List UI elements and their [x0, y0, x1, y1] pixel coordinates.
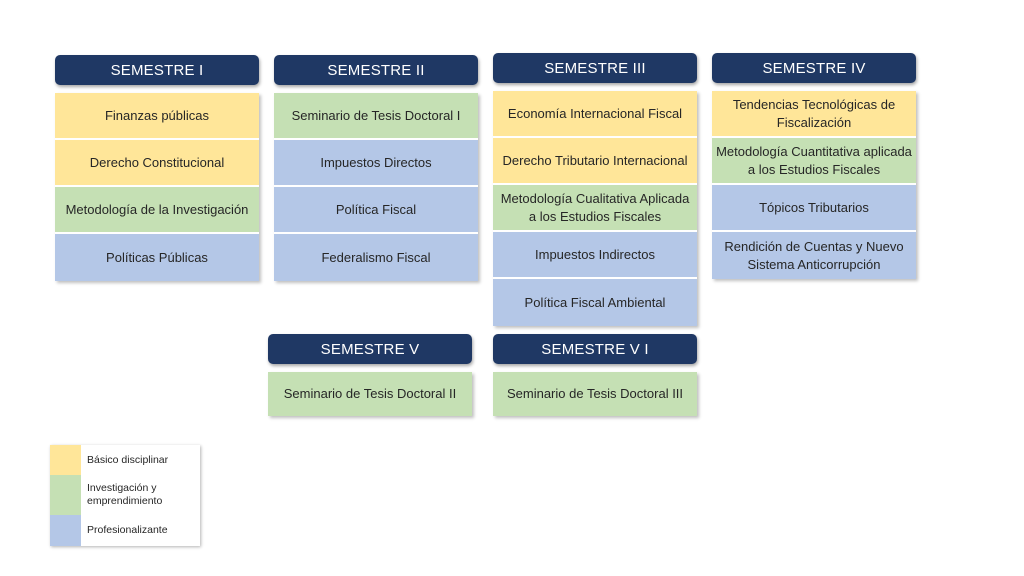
- course-seminario-tesis-2: Seminario de Tesis Doctoral II: [268, 372, 472, 416]
- semester-2-column: SEMESTRE II Seminario de Tesis Doctoral …: [274, 55, 478, 281]
- course-metodologia-investigacion: Metodología de la Investigación: [55, 187, 259, 234]
- legend-item-basico: Básico disciplinar: [50, 445, 200, 475]
- course-derecho-tributario-internacional: Derecho Tributario Internacional: [493, 138, 697, 185]
- legend-label-investigacion: Investigación y emprendimiento: [87, 482, 163, 507]
- legend-swatch-investigacion: [50, 475, 81, 515]
- legend-item-investigacion: Investigación y emprendimiento: [50, 475, 200, 515]
- course-topicos-tributarios: Tópicos Tributarios: [712, 185, 916, 232]
- legend-swatch-profesional: [50, 515, 81, 546]
- semester-1-header: SEMESTRE I: [55, 55, 259, 85]
- course-politica-fiscal: Política Fiscal: [274, 187, 478, 234]
- legend-swatch-basico: [50, 445, 81, 475]
- legend-item-profesional: Profesionalizante: [50, 515, 200, 546]
- course-metodologia-cualitativa: Metodología Cualitativa Aplicada a los E…: [493, 185, 697, 232]
- course-politicas-publicas: Políticas Públicas: [55, 234, 259, 281]
- course-federalismo-fiscal: Federalismo Fiscal: [274, 234, 478, 281]
- semester-1-column: SEMESTRE I Finanzas públicas Derecho Con…: [55, 55, 259, 281]
- course-economia-internacional-fiscal: Economía Internacional Fiscal: [493, 91, 697, 138]
- course-finanzas-publicas: Finanzas públicas: [55, 93, 259, 140]
- semester-3-courses: Economía Internacional Fiscal Derecho Tr…: [493, 91, 697, 326]
- semester-5-column: SEMESTRE V Seminario de Tesis Doctoral I…: [268, 334, 472, 416]
- semester-4-courses: Tendencias Tecnológicas de Fiscalización…: [712, 91, 916, 279]
- course-metodologia-cuantitativa: Metodología Cuantitativa aplicada a los …: [712, 138, 916, 185]
- course-impuestos-directos: Impuestos Directos: [274, 140, 478, 187]
- semester-4-header: SEMESTRE IV: [712, 53, 916, 83]
- course-rendicion-de-cuentas: Rendición de Cuentas y Nuevo Sistema Ant…: [712, 232, 916, 279]
- course-politica-fiscal-ambiental: Política Fiscal Ambiental: [493, 279, 697, 326]
- course-seminario-tesis-3: Seminario de Tesis Doctoral III: [493, 372, 697, 416]
- course-derecho-constitucional: Derecho Constitucional: [55, 140, 259, 187]
- semester-3-header: SEMESTRE III: [493, 53, 697, 83]
- legend-label-profesional: Profesionalizante: [87, 524, 168, 536]
- semester-5-courses: Seminario de Tesis Doctoral II: [268, 372, 472, 416]
- course-tendencias-tecnologicas: Tendencias Tecnológicas de Fiscalización: [712, 91, 916, 138]
- semester-2-courses: Seminario de Tesis Doctoral I Impuestos …: [274, 93, 478, 281]
- course-seminario-tesis-1: Seminario de Tesis Doctoral I: [274, 93, 478, 140]
- semester-6-header: SEMESTRE V I: [493, 334, 697, 364]
- legend-label-basico: Básico disciplinar: [87, 453, 169, 466]
- course-impuestos-indirectos: Impuestos Indirectos: [493, 232, 697, 279]
- semester-6-column: SEMESTRE V I Seminario de Tesis Doctoral…: [493, 334, 697, 416]
- semester-1-courses: Finanzas públicas Derecho Constitucional…: [55, 93, 259, 281]
- semester-5-header: SEMESTRE V: [268, 334, 472, 364]
- semester-4-column: SEMESTRE IV Tendencias Tecnológicas de F…: [712, 53, 916, 279]
- legend: Básico disciplinar Investigación y empre…: [50, 445, 200, 546]
- semester-6-courses: Seminario de Tesis Doctoral III: [493, 372, 697, 416]
- semester-2-header: SEMESTRE II: [274, 55, 478, 85]
- semester-3-column: SEMESTRE III Economía Internacional Fisc…: [493, 53, 697, 326]
